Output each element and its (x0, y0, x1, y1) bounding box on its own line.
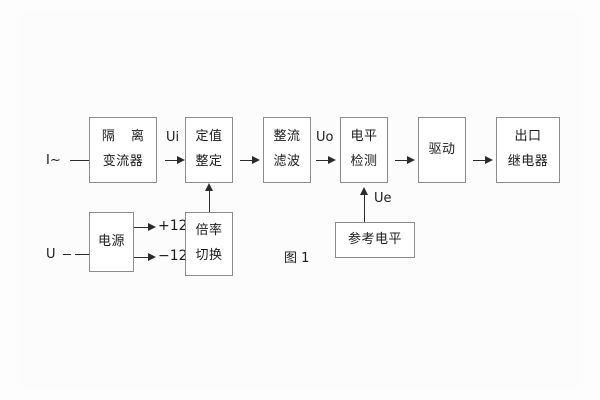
figure-caption: 图 1 (284, 251, 310, 266)
signal-ue-label: Ue (374, 191, 392, 206)
block-drive-line-1: 驱动 (428, 141, 456, 157)
reference-to-level-arrowhead (359, 187, 368, 195)
block-ratio-switch-line-2: 切换 (195, 248, 223, 263)
block-output-relay-line-1: 出口 (514, 129, 542, 145)
signal-ui-label: Ui (166, 130, 180, 145)
setting-to-rectify-arrowhead (252, 155, 260, 164)
block-rectify-filter[interactable]: 整流 滤波 (263, 117, 311, 183)
block-reference-level[interactable]: 参考电平 (335, 222, 415, 258)
block-drive[interactable]: 驱动 (418, 117, 466, 183)
block-isolation-ct-line-1: 隔 离 (101, 129, 151, 145)
input-current-label: I~ (46, 153, 61, 168)
block-setting-value[interactable]: 定值 整定 (185, 117, 233, 183)
uo-connector-line (316, 160, 332, 161)
uo-connector-arrowhead (328, 155, 336, 164)
block-level-detect[interactable]: 电平 检测 (340, 117, 388, 183)
drive-to-relay-line (473, 160, 489, 161)
block-setting-value-line-2: 整定 (195, 154, 223, 169)
block-setting-value-line-1: 定值 (195, 129, 223, 145)
block-output-relay[interactable]: 出口 继电器 (496, 117, 560, 183)
signal-uo-label: Uo (316, 130, 334, 145)
block-isolation-ct[interactable]: 隔 离 变流器 (89, 117, 157, 183)
rail-positive-line (134, 227, 152, 228)
block-rectify-filter-line-1: 整流 (273, 129, 301, 145)
block-level-detect-line-1: 电平 (350, 129, 378, 145)
rail-negative-arrowhead (148, 252, 156, 261)
block-level-detect-line-2: 检测 (350, 154, 378, 169)
setting-to-rectify-line (240, 160, 256, 161)
block-isolation-ct-line-2: 变流器 (102, 154, 144, 169)
block-power-supply[interactable]: 电源 (89, 212, 134, 272)
rail-negative-line (134, 257, 152, 258)
drive-to-relay-arrowhead (485, 155, 493, 164)
ui-connector-arrowhead (177, 155, 185, 164)
input-voltage-dash (63, 254, 71, 255)
input-voltage-label: U (46, 247, 56, 262)
block-ratio-switch-line-1: 倍率 (195, 223, 223, 239)
rail-positive-arrowhead (148, 222, 156, 231)
ui-connector-line (165, 160, 181, 161)
level-to-drive-line (395, 160, 411, 161)
ratio-to-setting-arrowhead (204, 183, 213, 191)
block-ratio-switch[interactable]: 倍率 切换 (185, 212, 233, 276)
block-output-relay-line-2: 继电器 (507, 154, 549, 169)
input-current-line (70, 160, 92, 161)
block-power-supply-line-1: 电源 (97, 233, 125, 249)
diagram-frame: I~ U 隔 离 变流器 Ui 定值 整定 整流 滤波 Uo 电平 检测 (18, 14, 582, 386)
reference-to-level-line (364, 194, 365, 222)
ratio-to-setting-line (209, 190, 210, 212)
level-to-drive-arrowhead (407, 155, 415, 164)
block-reference-level-line-1: 参考电平 (347, 231, 402, 247)
block-rectify-filter-line-2: 滤波 (273, 154, 301, 169)
input-voltage-line (75, 254, 92, 255)
